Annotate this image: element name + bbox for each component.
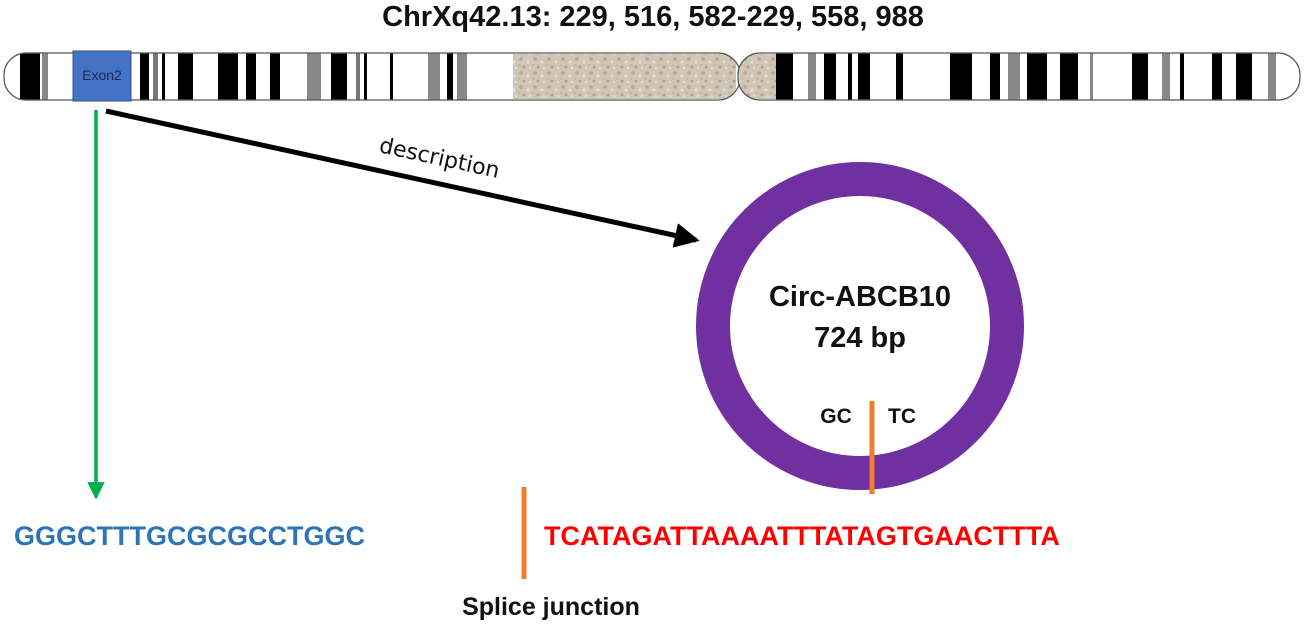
chromosome-band	[858, 53, 870, 100]
circrna-length: 724 bp	[814, 322, 906, 354]
sequence-downstream: TCATAGATTAAAATTTATAGTGAACTTTA	[544, 521, 1060, 551]
chromosome-location-title: ChrXq42.13: 229, 516, 582-229, 558, 988	[382, 1, 924, 33]
q-arm-bands	[776, 53, 1276, 100]
sequence-upstream: GGGCTTTGCGCGCCTGGC	[14, 521, 365, 551]
circrna-name: Circ-ABCB10	[769, 281, 951, 313]
exon-to-circrna-arrow	[105, 108, 700, 248]
chromosome-band	[848, 53, 852, 100]
chromosome-band	[1162, 53, 1170, 100]
chromosome-band	[1027, 53, 1047, 100]
chromosome-band	[457, 53, 467, 100]
chromosome-band	[1008, 53, 1020, 100]
chromosome-band	[1236, 53, 1252, 100]
chromosome: Exon2	[3, 50, 1301, 102]
chromosome-band	[356, 53, 360, 100]
chromosome-band	[1268, 53, 1276, 100]
chromosome-p-arm	[3, 52, 741, 101]
chromosome-band	[390, 53, 393, 100]
chromosome-band	[270, 53, 280, 100]
chromosome-band	[307, 53, 321, 100]
centromere-region-q	[738, 54, 776, 99]
chromosome-band	[1132, 53, 1148, 100]
chromosome-band	[1090, 53, 1093, 100]
chromosome-band	[42, 53, 48, 100]
left-site-label: GC	[820, 405, 852, 428]
chromosome-band	[20, 53, 40, 100]
splice-junction-label: Splice junction	[462, 593, 640, 621]
chromosome-band	[824, 53, 836, 100]
exon2-box	[72, 50, 132, 102]
centromere-region	[513, 54, 736, 99]
p-arm-bands	[20, 53, 467, 100]
chromosome-band	[364, 53, 367, 100]
chromosome-band	[218, 53, 238, 100]
exon2-label: Exon2	[82, 67, 122, 83]
chromosome-band	[990, 53, 1000, 100]
right-site-label: TC	[888, 405, 916, 428]
chromosome-band	[896, 53, 903, 100]
chromosome-q-arm	[737, 52, 1301, 101]
chromosome-band	[153, 53, 158, 100]
chromosome-band	[447, 53, 453, 100]
circrna-ring	[696, 162, 1024, 490]
chromosome-band	[162, 53, 165, 100]
chromosome-band	[428, 53, 440, 100]
chromosome-band	[776, 53, 793, 100]
chromosome-band	[1180, 53, 1184, 100]
chromosome-band	[1212, 53, 1222, 100]
chromosome-band	[1060, 53, 1078, 100]
chromosome-band	[140, 53, 149, 100]
chromosome-band	[808, 53, 816, 100]
chromosome-band	[331, 53, 347, 100]
chromosome-band	[246, 53, 256, 100]
chromosome-band	[178, 53, 193, 100]
chromosome-band	[950, 53, 972, 100]
